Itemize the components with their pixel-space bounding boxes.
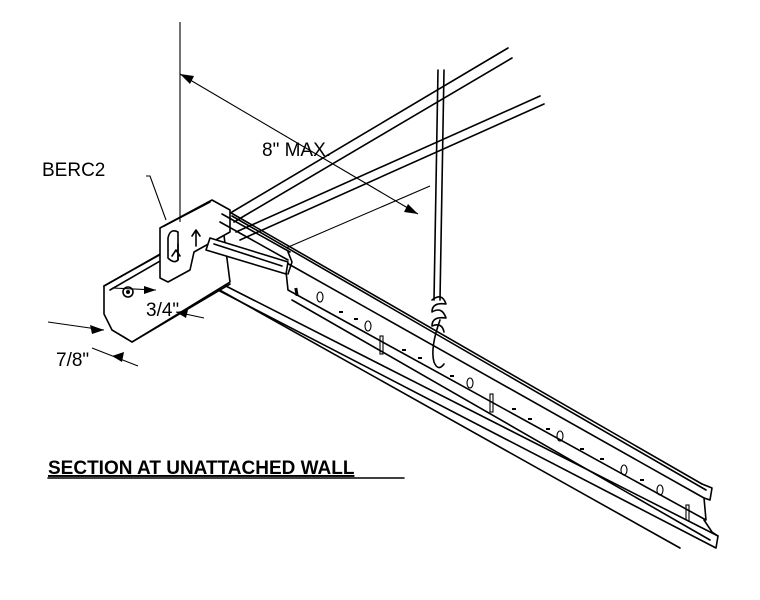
flange-offset-label: 3/4" [146,300,179,321]
hanger-wire [431,69,447,369]
flange-width-label: 7/8" [56,350,89,371]
berc2-clip [103,199,293,343]
dimension-lines [47,22,419,367]
drawing-title: SECTION AT UNATTACHED WALL [48,458,355,479]
cross-tee [231,47,545,249]
part-label: BERC2 [42,160,105,181]
tee-slots [294,287,690,524]
max-spacing-label: 8" MAX. [262,140,331,161]
main-tee [213,209,719,549]
